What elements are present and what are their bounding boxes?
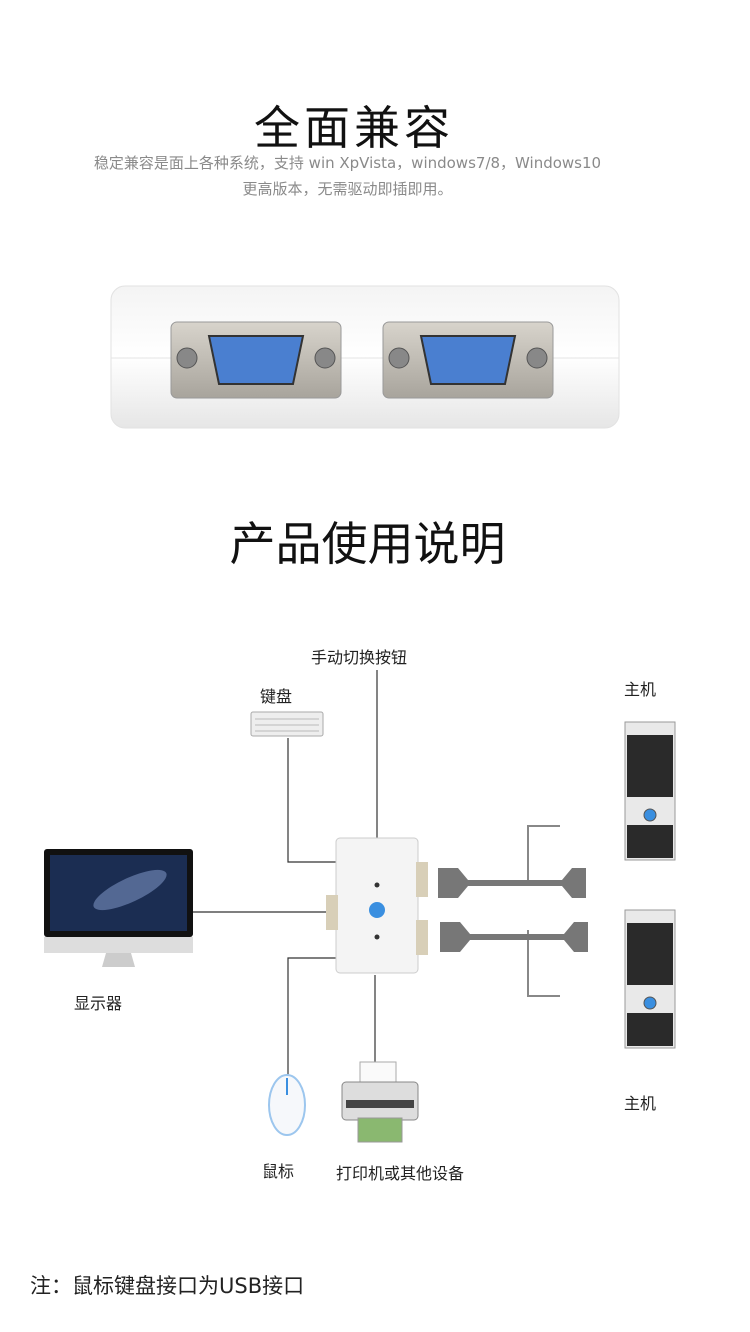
kvm-switch-ports-image — [110, 285, 620, 429]
label-keyboard: 键盘 — [260, 687, 293, 706]
label-host-top: 主机 — [624, 680, 657, 699]
usb-interface-note: 注：鼠标键盘接口为USB接口 — [30, 1274, 305, 1298]
section-title-compatibility: 全面兼容 — [254, 101, 454, 155]
label-switch-button: 手动切换按钮 — [311, 648, 408, 667]
monitor-icon — [44, 849, 193, 967]
keyboard-icon — [250, 711, 324, 737]
vga-cable-icons — [438, 868, 588, 952]
label-printer: 打印机或其他设备 — [336, 1164, 465, 1183]
mouse-icon — [268, 1074, 306, 1136]
label-mouse: 鼠标 — [262, 1162, 295, 1181]
section-title-usage: 产品使用说明 — [229, 517, 506, 571]
label-host-bottom: 主机 — [624, 1094, 657, 1113]
computer-tower-icon — [624, 909, 676, 1049]
compatibility-description-line1: 稳定兼容是面上各种系统，支持 win XpVista，windows7/8，Wi… — [93, 154, 602, 172]
switch-button-icon — [369, 902, 385, 918]
compatibility-description-line2: 更高版本，无需驱动即插即用。 — [242, 180, 453, 198]
label-monitor: 显示器 — [74, 994, 123, 1013]
kvm-switch-icon — [326, 837, 428, 974]
printer-icon — [341, 1061, 419, 1143]
computer-tower-icon — [624, 721, 676, 861]
